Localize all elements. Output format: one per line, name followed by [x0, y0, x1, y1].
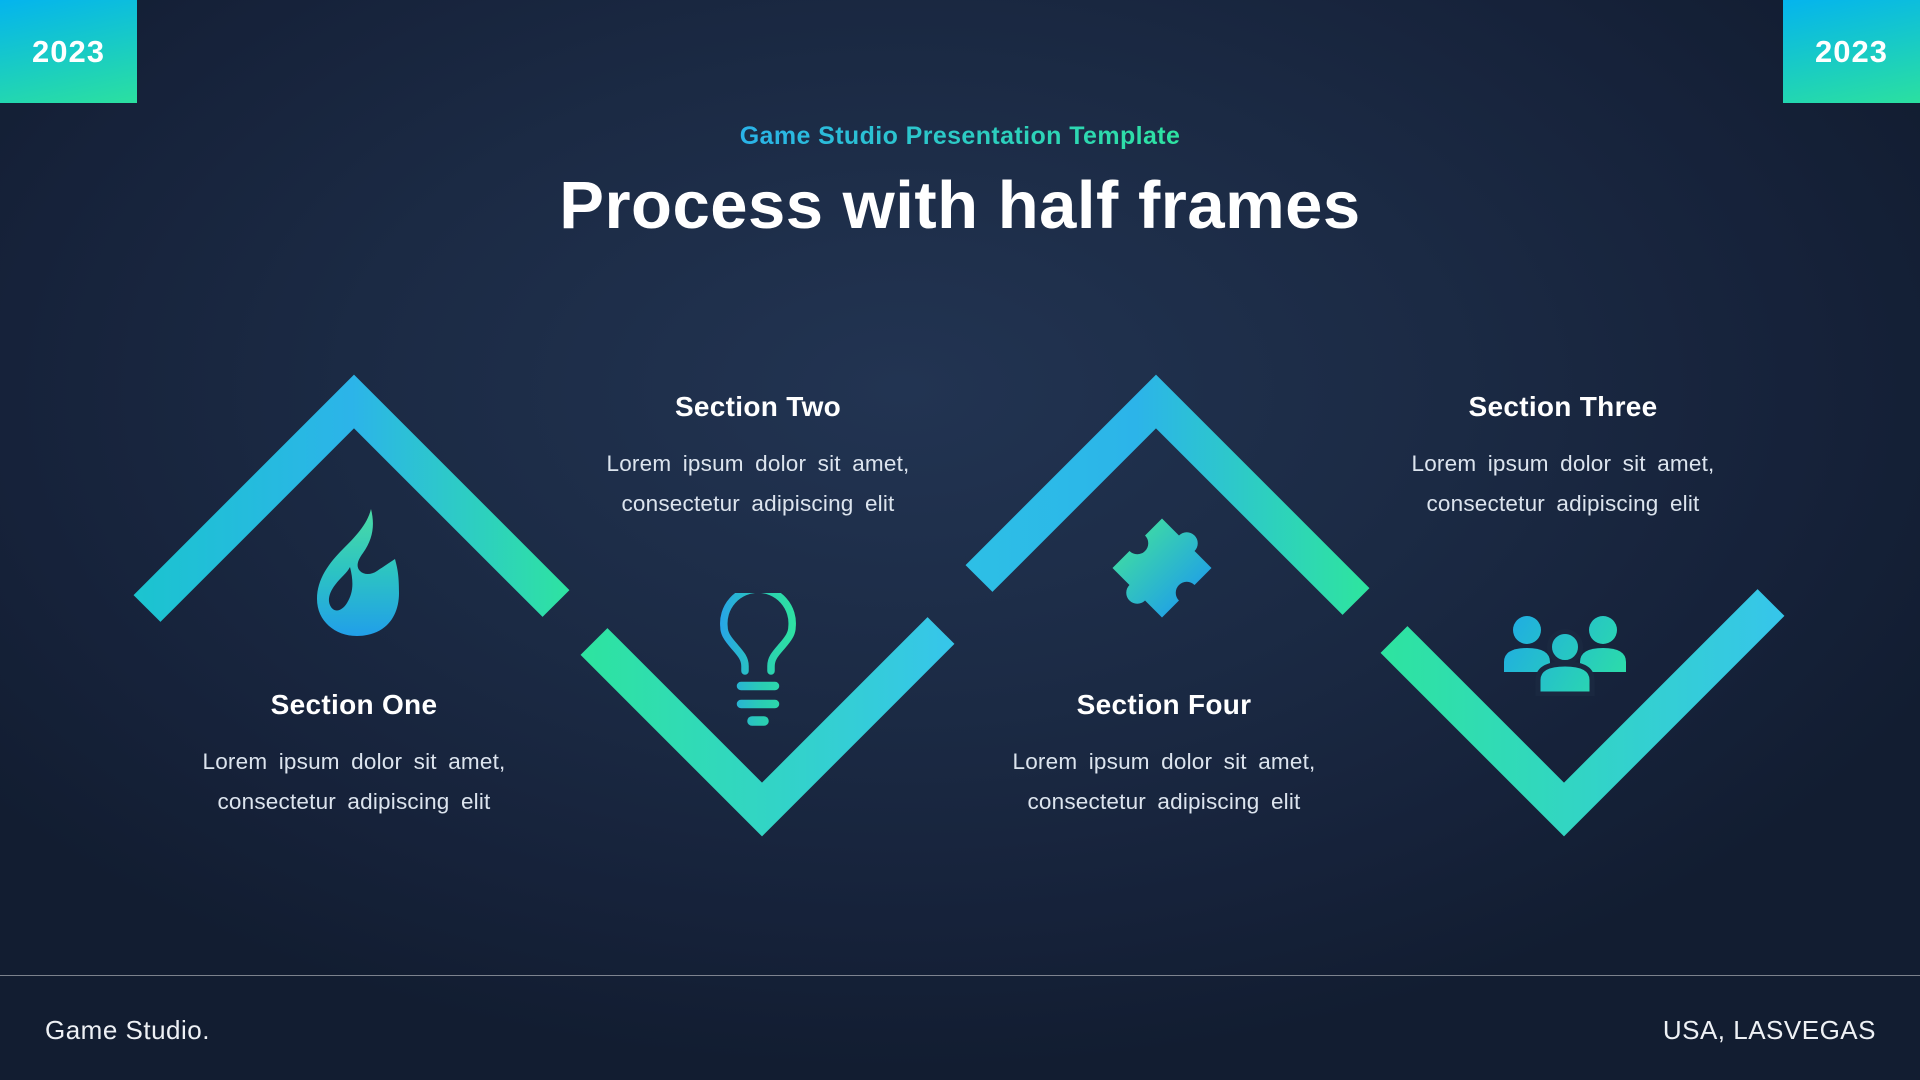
- people-icon: [1504, 616, 1626, 696]
- section-four-body-line2: consectetur adipiscing elit: [1027, 789, 1301, 814]
- puzzle-icon: [1112, 518, 1212, 618]
- section-three-heading: Section Three: [1468, 391, 1658, 422]
- chevron-down-three: [1380, 589, 1785, 837]
- section-one-heading: Section One: [270, 689, 438, 720]
- year-badge-right: 2023: [1783, 0, 1920, 103]
- section-three-block: Section Three Lorem ipsum dolor sit amet…: [1333, 390, 1793, 524]
- section-one-body: Lorem ipsum dolor sit amet, consectetur …: [124, 742, 584, 822]
- year-badge-left: 2023: [0, 0, 137, 103]
- section-four-body-line1: Lorem ipsum dolor sit amet,: [1012, 749, 1316, 774]
- footer-brand: Game Studio.: [45, 1015, 210, 1045]
- section-one-body-line1: Lorem ipsum dolor sit amet,: [202, 749, 506, 774]
- year-badge-right-label: 2023: [1815, 33, 1888, 69]
- year-badge-left-label: 2023: [32, 33, 105, 69]
- lightbulb-icon: [720, 593, 796, 726]
- section-two-body: Lorem ipsum dolor sit amet, consectetur …: [528, 444, 988, 524]
- header: Game Studio Presentation Template Proces…: [0, 122, 1920, 248]
- section-three-body-line2: consectetur adipiscing elit: [1426, 491, 1700, 516]
- flame-icon: [317, 509, 399, 636]
- chevron-up-one: [133, 374, 570, 622]
- section-four-heading: Section Four: [1076, 689, 1252, 720]
- section-one-body-line2: consectetur adipiscing elit: [217, 789, 491, 814]
- slide-subtitle: Game Studio Presentation Template: [739, 122, 1181, 150]
- section-three-body: Lorem ipsum dolor sit amet, consectetur …: [1333, 444, 1793, 524]
- section-three-body-line1: Lorem ipsum dolor sit amet,: [1411, 451, 1715, 476]
- footer-divider: [0, 975, 1920, 976]
- slide-title: Process with half frames: [559, 168, 1361, 243]
- section-four-block: Section Four Lorem ipsum dolor sit amet,…: [934, 688, 1394, 822]
- section-two-body-line2: consectetur adipiscing elit: [621, 491, 895, 516]
- section-two-heading: Section Two: [674, 391, 842, 422]
- section-two-body-line1: Lorem ipsum dolor sit amet,: [606, 451, 910, 476]
- section-four-body: Lorem ipsum dolor sit amet, consectetur …: [934, 742, 1394, 822]
- footer-location: USA, LASVEGAS: [1662, 1015, 1876, 1045]
- chevron-up-four: [965, 374, 1370, 615]
- chevron-down-two: [580, 617, 955, 837]
- section-two-block: Section Two Lorem ipsum dolor sit amet, …: [528, 390, 988, 524]
- section-one-block: Section One Lorem ipsum dolor sit amet, …: [124, 688, 584, 822]
